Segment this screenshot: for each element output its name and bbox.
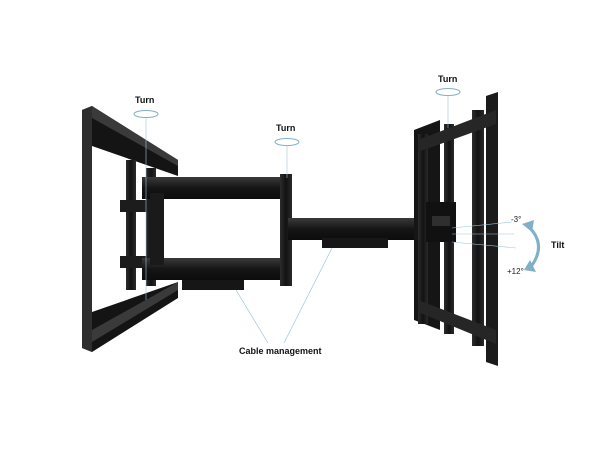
tv-bracket [414, 92, 498, 366]
cable-management-callout [235, 247, 333, 344]
turn-label-left: Turn [135, 95, 155, 105]
tilt-up-value: -3° [511, 215, 522, 224]
turn-label-right: Turn [438, 74, 458, 84]
tilt-label: Tilt [551, 240, 565, 250]
tilt-down-value: +12° [507, 267, 524, 276]
turn-indicators [133, 88, 461, 300]
tilt-indicator [451, 220, 540, 272]
wall-plate [82, 106, 178, 352]
inner-arm [142, 174, 292, 290]
outer-arm [288, 218, 434, 248]
cable-management-label: Cable management [239, 346, 322, 356]
turn-label-middle: Turn [276, 123, 296, 133]
